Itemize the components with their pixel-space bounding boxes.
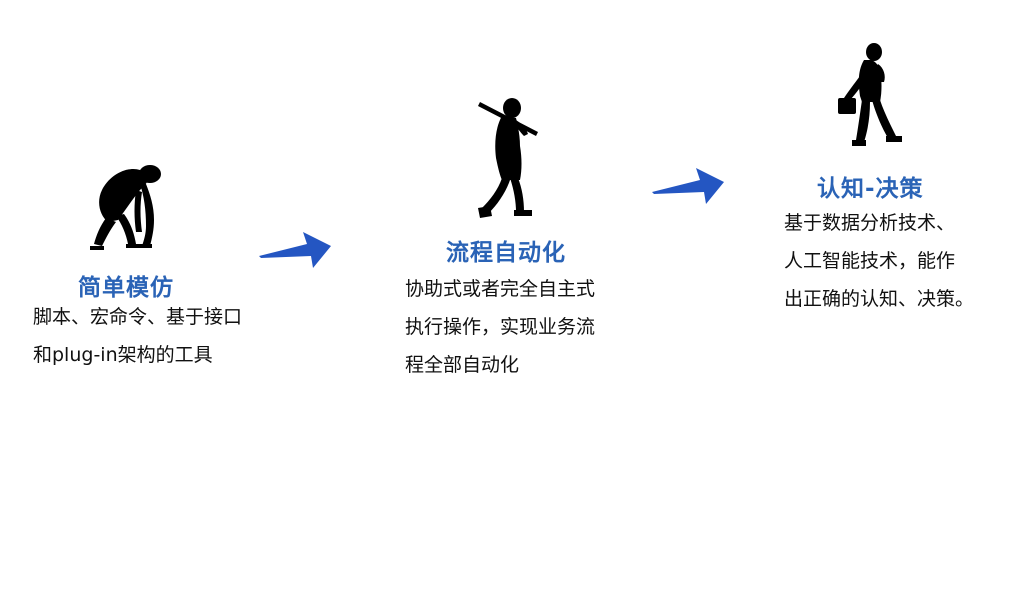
businessman-with-briefcase-icon: [834, 42, 908, 150]
arrow-right-icon: [650, 162, 726, 206]
stage-1-line-1: 脚本、宏命令、基于接口: [33, 306, 243, 328]
stage-2-line-2: 执行操作，实现业务流: [405, 316, 596, 338]
stage-2-line-3: 程全部自动化: [405, 354, 520, 376]
stage-1-description: 脚本、宏命令、基于接口 和plug-in架构的工具: [33, 298, 242, 374]
stage-2-description: 协助式或者完全自主式 执行操作，实现业务流 程全部自动化: [405, 270, 595, 384]
stage-1-title: 简单模仿: [78, 275, 174, 301]
stage-3-description: 基于数据分析技术、 人工智能技术，能作 出正确的认知、决策。: [784, 204, 974, 318]
stage-1-line-2: 和plug-in架构的工具: [33, 344, 213, 366]
stage-3-line-3: 出正确的认知、决策。: [784, 288, 975, 310]
stage-3-title: 认知-决策: [817, 176, 924, 202]
stage-3-line-1: 基于数据分析技术、: [784, 212, 956, 234]
stage-2-title: 流程自动化: [446, 240, 566, 266]
arrow-right-icon: [257, 226, 333, 270]
ape-silhouette-icon: [88, 160, 170, 252]
primitive-human-with-stick-icon: [476, 96, 542, 220]
stage-3-line-2: 人工智能技术，能作: [784, 250, 956, 272]
stage-2-line-1: 协助式或者完全自主式: [405, 278, 596, 300]
